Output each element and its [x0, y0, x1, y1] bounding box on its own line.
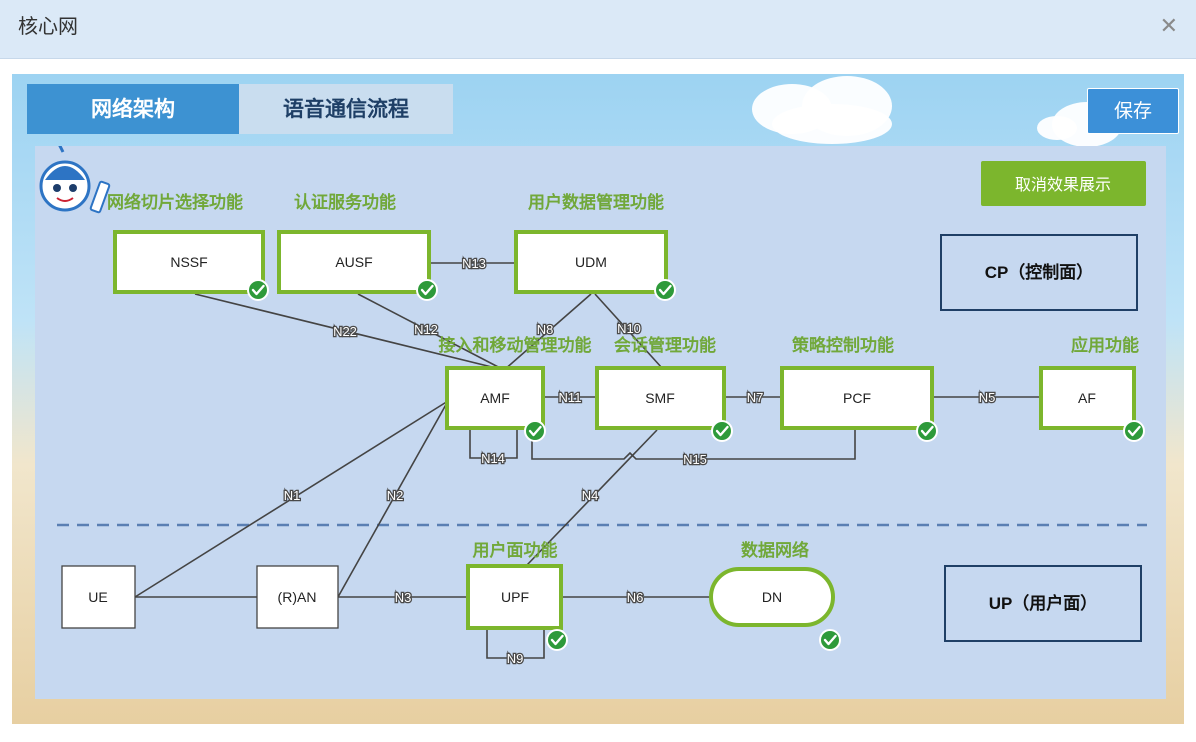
node-label-af: AF: [1078, 390, 1096, 406]
node-amf: [445, 366, 545, 430]
caption-upf: 用户面功能: [473, 540, 558, 560]
cancel-effect-button[interactable]: 取消效果展示: [981, 161, 1146, 206]
tab-bar: 网络架构 语音通信流程: [27, 84, 453, 134]
connection-lines: [134, 262, 1041, 659]
content-frame: 网络架构 语音通信流程 保存: [12, 74, 1184, 724]
node-ue: [61, 565, 136, 629]
dialog-title: 核心网: [18, 14, 78, 38]
diagram-panel: N13 N22 N12 N8 N10 N11 N7 N5 N14 N15 N1 …: [35, 146, 1166, 699]
link-label-n3: N3: [395, 590, 412, 605]
cloud-decoration: [1037, 116, 1077, 140]
link-label-n11: N11: [559, 390, 582, 405]
tab-network-architecture[interactable]: 网络架构: [27, 84, 239, 134]
link-label-n4: N4: [582, 488, 599, 503]
save-button[interactable]: 保存: [1087, 88, 1179, 134]
up-plane-label: UP（用户面）: [989, 593, 1098, 613]
node-label-nssf: NSSF: [170, 254, 207, 270]
node-smf: [595, 366, 726, 430]
caption-ausf: 认证服务功能: [294, 192, 396, 212]
link-label-n1: N1: [284, 488, 301, 503]
mascot-icon: [39, 146, 111, 214]
link-label-n6: N6: [627, 590, 644, 605]
link-label-n8: N8: [537, 322, 554, 337]
node-nssf: [113, 230, 265, 294]
link-label-n10: N10: [617, 321, 641, 336]
node-label-ue: UE: [88, 589, 107, 605]
check-icon: [415, 278, 439, 302]
link-label-n7: N7: [747, 390, 764, 405]
caption-pcf: 策略控制功能: [792, 335, 894, 355]
caption-nssf: 网络切片选择功能: [107, 192, 243, 212]
node-label-pcf: PCF: [843, 390, 871, 406]
link-label-n5: N5: [979, 390, 996, 405]
cloud-decoration: [772, 104, 892, 144]
check-icon: [818, 628, 842, 652]
network-diagram: N13 N22 N12 N8 N10 N11 N7 N5 N14 N15 N1 …: [39, 146, 1147, 667]
link-label-n13: N13: [462, 256, 486, 271]
link-label-n2: N2: [387, 488, 404, 503]
node-label-dn: DN: [762, 589, 782, 605]
check-icon: [246, 278, 270, 302]
up-plane-box: [944, 565, 1142, 642]
cp-plane-label: CP（控制面）: [985, 262, 1094, 282]
check-icon: [545, 628, 569, 652]
node-af: [1039, 366, 1136, 430]
node-udm: [514, 230, 668, 294]
node-ausf: [277, 230, 431, 294]
link-label-n14: N14: [481, 451, 505, 466]
node-ran: [256, 565, 339, 629]
check-icon: [1122, 419, 1146, 443]
check-icon: [915, 419, 939, 443]
node-pcf: [780, 366, 934, 430]
check-icon: [523, 419, 547, 443]
node-label-udm: UDM: [575, 254, 607, 270]
link-label-n15: N15: [683, 452, 707, 467]
node-label-ran: (R)AN: [278, 589, 317, 605]
link-label-n12: N12: [414, 322, 438, 337]
node-upf: [466, 564, 563, 630]
dialog-header: 核心网 ✕: [0, 0, 1196, 59]
node-label-ausf: AUSF: [335, 254, 372, 270]
check-icon: [653, 278, 677, 302]
check-icon: [710, 419, 734, 443]
close-icon[interactable]: ✕: [1159, 14, 1178, 39]
cp-plane-box: [940, 234, 1138, 311]
caption-af: 应用功能: [1071, 335, 1139, 355]
link-label-n9: N9: [507, 651, 524, 666]
caption-udm: 用户数据管理功能: [528, 192, 664, 212]
cancel-effect-label: 取消效果展示: [1015, 176, 1111, 194]
node-label-upf: UPF: [501, 589, 529, 605]
caption-smf: 会话管理功能: [614, 335, 716, 355]
caption-dn: 数据网络: [741, 540, 809, 560]
tab-voice-flow[interactable]: 语音通信流程: [239, 84, 453, 134]
node-label-smf: SMF: [645, 390, 675, 406]
node-dn: [709, 567, 835, 627]
node-label-amf: AMF: [480, 390, 510, 406]
caption-amf: 接入和移动管理功能: [439, 335, 592, 355]
link-label-n22: N22: [333, 324, 357, 339]
